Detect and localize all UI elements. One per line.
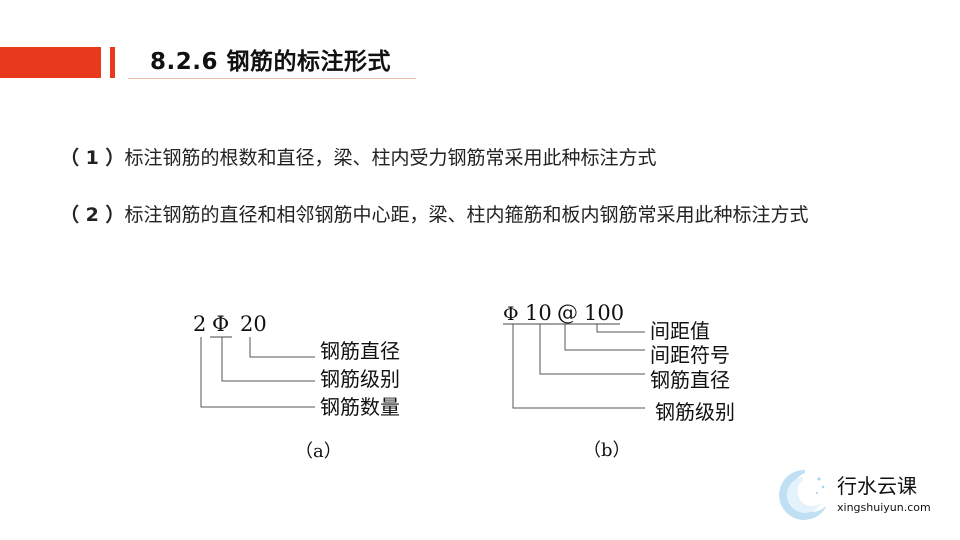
notation-b-grade: Φ [503, 303, 519, 325]
watermark-logo: 行水云课 xingshuiyun.com [775, 465, 955, 525]
paragraph-1-text: 标注钢筋的根数和直径，梁、柱内受力钢筋常采用此种标注方式 [124, 147, 657, 169]
leader-line [596, 324, 645, 333]
paragraph-2: （ 2 ）标注钢筋的直径和相邻钢筋中心距，梁、柱内箍筋和板内钢筋常采用此种标注方… [60, 201, 910, 230]
leader-line [221, 337, 315, 382]
notation-b-spacing: 100 [584, 301, 624, 325]
paragraph-1-number: （ 1 ） [60, 147, 125, 169]
slide-title: 8.2.6 钢筋的标注形式 [150, 49, 391, 75]
notation-a-count: 2 [193, 312, 206, 336]
paragraph-2-text: 标注钢筋的直径和相邻钢筋中心距，梁、柱内箍筋和板内钢筋常采用此种标注方式 [124, 204, 809, 226]
notation-b-diameter: 10 [525, 301, 552, 325]
leader-line [512, 324, 645, 409]
title-underline [128, 78, 416, 79]
caption-a: （a） [295, 441, 342, 462]
label-b-spacing-symbol: 间距符号 [650, 343, 730, 367]
caption-b: （b） [583, 440, 631, 461]
title-accent-divider [110, 47, 115, 78]
leader-line [249, 337, 315, 358]
leader-line [564, 324, 645, 351]
label-b-diameter: 钢筋直径 [650, 368, 730, 392]
label-b-grade: 钢筋级别 [655, 400, 735, 424]
diagram-a: 2 Φ 20 钢筋直径 钢筋级别 钢筋数量 （a） [193, 312, 400, 462]
label-a-grade: 钢筋级别 [320, 367, 400, 391]
label-a-count: 钢筋数量 [320, 395, 400, 419]
paragraph-1: （ 1 ）标注钢筋的根数和直径，梁、柱内受力钢筋常采用此种标注方式 [60, 144, 920, 173]
leader-line [200, 337, 315, 408]
watermark-url: xingshuiyun.com [837, 501, 931, 514]
leader-line [539, 324, 645, 375]
notation-a-diameter: 20 [240, 312, 267, 336]
label-b-spacing-value: 间距值 [650, 319, 710, 343]
diagram-b: Φ 10 @ 100 间距值 间距符号 钢筋直径 钢筋级别 （b） [503, 301, 735, 461]
label-a-diameter: 钢筋直径 [320, 339, 400, 363]
paragraph-2-number: （ 2 ） [60, 204, 125, 226]
title-accent-bar [0, 47, 101, 78]
wave-icon: 行水云课 xingshuiyun.com [779, 469, 931, 520]
notation-a-grade: Φ [212, 312, 229, 336]
watermark-name: 行水云课 [837, 474, 917, 498]
notation-b-at: @ [557, 301, 578, 325]
